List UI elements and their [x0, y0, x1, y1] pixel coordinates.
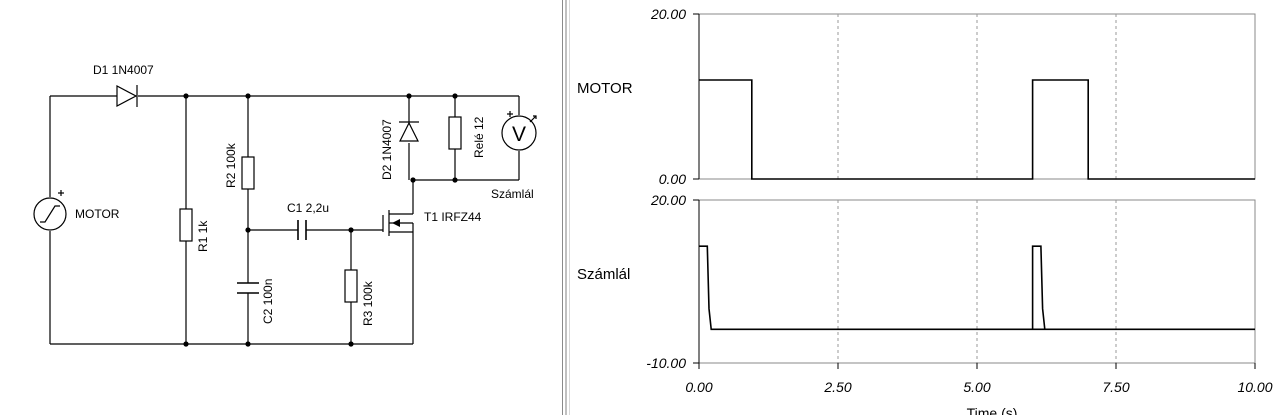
pane-splitter[interactable] [562, 0, 570, 415]
ytick-bottom-max: 20.00 [650, 192, 686, 208]
xtick-0: 0.00 [685, 379, 712, 395]
voltmeter-symbol: V [512, 123, 526, 146]
diode-d1 [116, 85, 138, 107]
diode-d2 [399, 121, 419, 142]
resistor-r1 [179, 208, 193, 242]
label-d1: D1 1N4007 [93, 63, 154, 77]
series-label-motor: MOTOR [577, 80, 633, 97]
label-motor-source: MOTOR [75, 207, 120, 221]
series-label-szamlal: Számlál [577, 266, 630, 283]
plot-motor: 20.00 0.00 MOTOR [577, 6, 1256, 187]
transient-plots: 20.00 0.00 MOTOR 20.00 -10.00 Számlál 0.… [577, 6, 1273, 415]
xtick-3: 7.50 [1102, 379, 1129, 395]
mosfet-t1 [392, 219, 400, 227]
label-t1: T1 IRFZ44 [424, 210, 482, 224]
series-line-motor [699, 79, 1255, 180]
label-r2: R2 100k [224, 142, 238, 188]
xtick-4: 10.00 [1237, 379, 1272, 395]
plot-szamlal: 20.00 -10.00 Számlál 0.00 2.50 5.00 7.50… [577, 192, 1273, 415]
label-rele: Relé 12 [472, 116, 486, 158]
voltmeter-icon [501, 111, 537, 151]
relay-coil [448, 116, 462, 150]
label-r1: R1 1k [196, 220, 210, 252]
resistor-r2 [241, 156, 255, 190]
series-line-szamlal-pulse [1031, 245, 1046, 330]
ytick-bottom-min: -10.00 [646, 355, 686, 371]
circuit-schematic: D1 1N4007 MOTOR R1 1k R2 100k C2 100n C1… [33, 63, 537, 347]
junction-dots [183, 93, 458, 347]
xtick-1: 2.50 [823, 379, 851, 395]
ytick-top-min: 0.00 [659, 171, 686, 187]
capacitor-c1 [297, 220, 307, 240]
x-axis-label: Time (s) [967, 405, 1018, 415]
resistor-r3 [344, 269, 358, 303]
label-c2: C2 100n [261, 279, 275, 324]
series-line-szamlal [699, 245, 1255, 331]
label-c1: C1 2,2u [287, 201, 329, 215]
ytick-top-max: 20.00 [650, 6, 686, 22]
ac-source-icon [33, 190, 67, 231]
label-r3: R3 100k [361, 280, 375, 326]
capacitor-c2 [237, 282, 259, 294]
label-szamlal: Számlál [491, 187, 534, 201]
label-d2: D2 1N4007 [380, 119, 394, 180]
xtick-2: 5.00 [963, 379, 990, 395]
